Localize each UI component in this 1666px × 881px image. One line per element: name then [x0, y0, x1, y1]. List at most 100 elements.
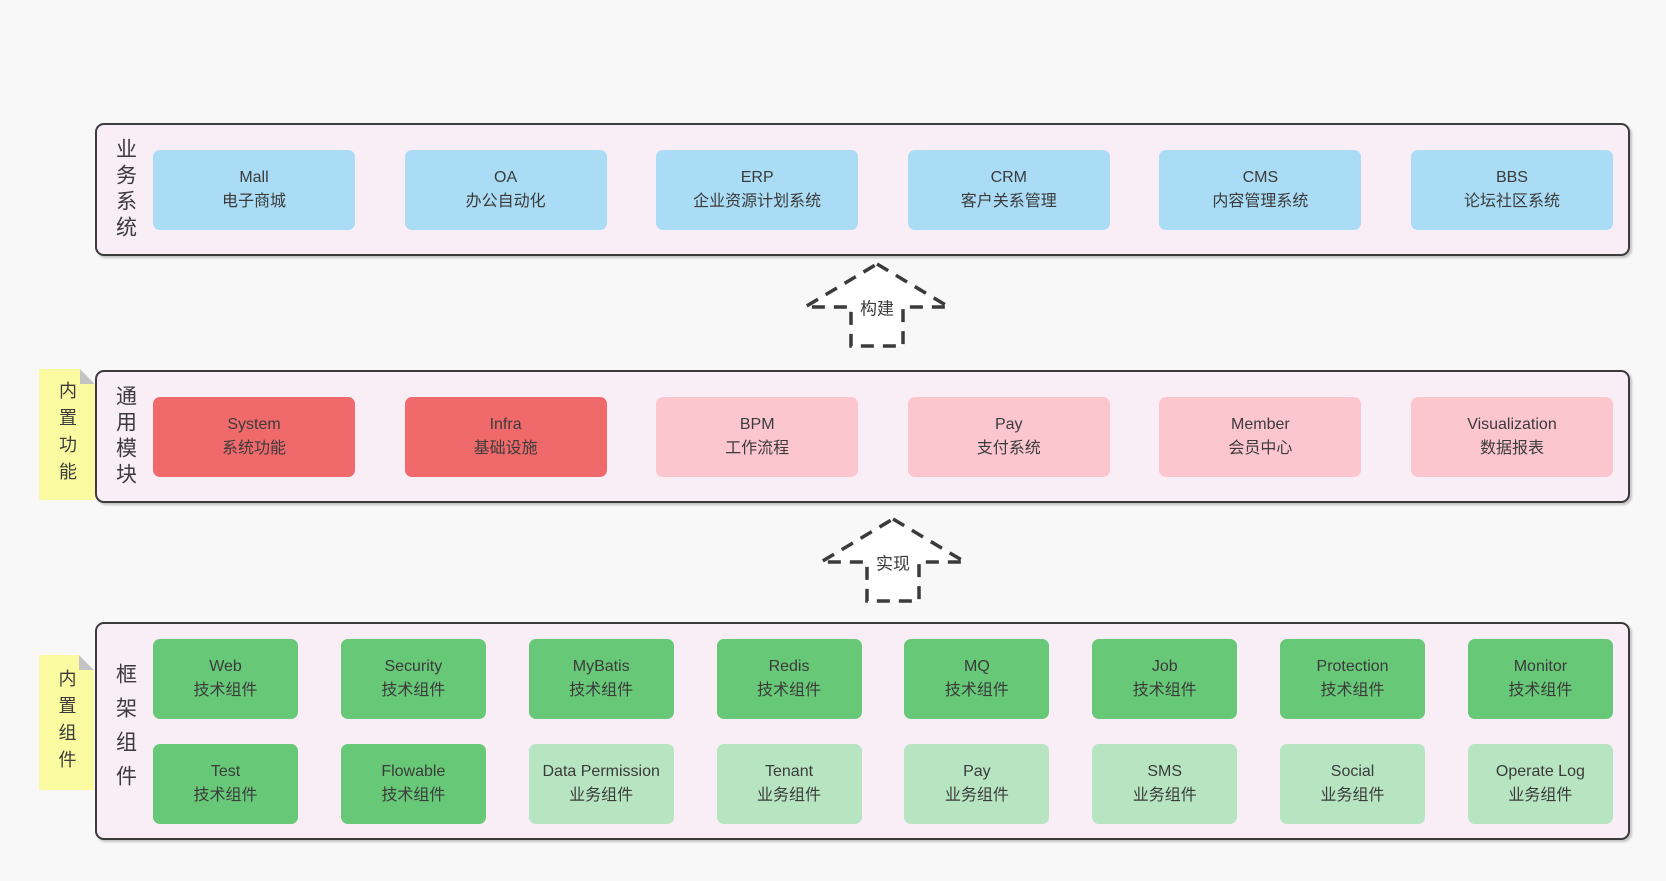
box-visualization: Visualization 数据报表	[1410, 396, 1613, 477]
sticky-note-builtin-features: 内置功能	[39, 369, 95, 500]
box-title: Infra	[489, 416, 522, 434]
arrow-label: 构建	[857, 294, 897, 320]
box-web: Web 技术组件	[153, 638, 298, 719]
box-title: Web	[209, 658, 242, 676]
box-test: Test 技术组件	[153, 743, 298, 824]
box-sms: SMS 业务组件	[1092, 743, 1238, 824]
box-infra: Infra 基础设施	[404, 396, 607, 477]
box-subtitle: 业务组件	[569, 786, 634, 804]
box-subtitle: 技术组件	[944, 681, 1009, 699]
box-member: Member 会员中心	[1159, 396, 1362, 477]
box-subtitle: 技术组件	[381, 786, 446, 804]
sticky-note-builtin-components: 内置组件	[39, 655, 94, 790]
box-title: Pay	[994, 416, 1023, 434]
box-subtitle: 会员中心	[1228, 439, 1293, 457]
box-subtitle: 技术组件	[193, 681, 258, 699]
box-redis: Redis 技术组件	[716, 638, 862, 719]
box-title: SMS	[1147, 763, 1183, 781]
box-title: System	[227, 416, 281, 434]
box-subtitle: 业务组件	[944, 786, 1009, 804]
box-pay-module: Pay 支付系统	[907, 396, 1110, 477]
band-label-text: 框架组件	[113, 663, 137, 799]
box-title: Operate Log	[1495, 763, 1585, 781]
box-title: OA	[494, 169, 518, 187]
folded-corner-icon	[79, 655, 94, 670]
box-subtitle: 系统功能	[221, 439, 286, 457]
box-flowable: Flowable 技术组件	[340, 743, 486, 824]
sticky-text: 内置组件	[56, 668, 77, 777]
box-subtitle: 基础设施	[473, 439, 538, 457]
box-subtitle: 办公自动化	[465, 192, 546, 210]
components-row-1: Web 技术组件 Security 技术组件 MyBatis 技术组件 Redi…	[153, 638, 1613, 719]
box-monitor: Monitor 技术组件	[1467, 638, 1613, 719]
box-subtitle: 电子商城	[221, 192, 286, 210]
box-subtitle: 企业资源计划系统	[693, 192, 822, 210]
box-title: Pay	[963, 763, 991, 781]
box-crm: CRM 客户关系管理	[907, 149, 1110, 230]
box-subtitle: 技术组件	[193, 786, 258, 804]
components-row-2: Test 技术组件 Flowable 技术组件 Data Permission …	[153, 743, 1613, 824]
band-label-business-systems: 业务系统	[97, 125, 153, 254]
box-title: BBS	[1495, 169, 1528, 187]
box-data-permission: Data Permission 业务组件	[528, 743, 674, 824]
box-subtitle: 业务组件	[1508, 786, 1573, 804]
band-business-systems: 业务系统 Mall 电子商城 OA 办公自动化 ERP 企业资源计划系统 CRM…	[95, 123, 1630, 256]
band-label-text: 通用模块	[113, 384, 137, 489]
band-modules-content: System 系统功能 Infra 基础设施 BPM 工作流程 Pay 支付系统…	[153, 372, 1628, 501]
band-components-content: Web 技术组件 Security 技术组件 MyBatis 技术组件 Redi…	[153, 624, 1628, 838]
box-bpm: BPM 工作流程	[656, 396, 859, 477]
sticky-text: 内置功能	[57, 380, 77, 489]
box-title: Redis	[768, 658, 810, 676]
box-title: Tenant	[765, 763, 814, 781]
box-title: ERP	[740, 169, 774, 187]
band-label-common-modules: 通用模块	[97, 372, 153, 501]
implement-arrow: 实现	[818, 516, 968, 604]
arrow-label: 实现	[873, 549, 913, 575]
box-title: Job	[1151, 658, 1178, 676]
box-subtitle: 客户关系管理	[960, 192, 1057, 210]
box-title: CRM	[990, 169, 1027, 187]
box-subtitle: 技术组件	[1508, 681, 1573, 699]
band-business-content: Mall 电子商城 OA 办公自动化 ERP 企业资源计划系统 CRM 客户关系…	[153, 125, 1628, 254]
box-title: Visualization	[1467, 416, 1557, 434]
box-system: System 系统功能	[153, 396, 355, 477]
box-title: Security	[384, 658, 443, 676]
box-title: CMS	[1242, 169, 1279, 187]
band-label-framework-components: 框架组件	[97, 624, 153, 838]
folded-corner-icon	[80, 369, 95, 384]
box-erp: ERP 企业资源计划系统	[656, 149, 859, 230]
box-security: Security 技术组件	[340, 638, 486, 719]
box-subtitle: 工作流程	[725, 439, 790, 457]
box-title: MyBatis	[572, 658, 630, 676]
build-arrow: 构建	[802, 261, 952, 349]
box-title: Member	[1231, 416, 1290, 434]
band-label-text: 业务系统	[113, 137, 137, 242]
box-title: Flowable	[381, 763, 446, 781]
box-subtitle: 支付系统	[976, 439, 1041, 457]
box-title: Data Permission	[542, 763, 660, 781]
box-title: Mall	[239, 169, 269, 187]
box-subtitle: 业务组件	[757, 786, 822, 804]
box-bbs: BBS 论坛社区系统	[1410, 149, 1613, 230]
box-cms: CMS 内容管理系统	[1159, 149, 1362, 230]
box-subtitle: 技术组件	[381, 681, 446, 699]
box-protection: Protection 技术组件	[1280, 638, 1426, 719]
box-subtitle: 技术组件	[757, 681, 822, 699]
box-subtitle: 数据报表	[1479, 439, 1544, 457]
box-mybatis: MyBatis 技术组件	[528, 638, 674, 719]
box-subtitle: 论坛社区系统	[1463, 192, 1560, 210]
box-title: MQ	[963, 658, 990, 676]
box-pay-component: Pay 业务组件	[904, 743, 1050, 824]
band-framework-components: 框架组件 Web 技术组件 Security 技术组件 MyBatis 技术组件…	[95, 622, 1630, 840]
box-subtitle: 技术组件	[1320, 681, 1385, 699]
box-title: BPM	[739, 416, 775, 434]
band-common-modules: 通用模块 System 系统功能 Infra 基础设施 BPM 工作流程 Pay…	[95, 370, 1630, 503]
box-subtitle: 业务组件	[1320, 786, 1385, 804]
box-subtitle: 技术组件	[569, 681, 634, 699]
box-mall: Mall 电子商城	[153, 149, 355, 230]
box-mq: MQ 技术组件	[904, 638, 1050, 719]
box-job: Job 技术组件	[1092, 638, 1238, 719]
box-operate-log: Operate Log 业务组件	[1467, 743, 1613, 824]
box-subtitle: 内容管理系统	[1212, 192, 1309, 210]
box-social: Social 业务组件	[1280, 743, 1426, 824]
